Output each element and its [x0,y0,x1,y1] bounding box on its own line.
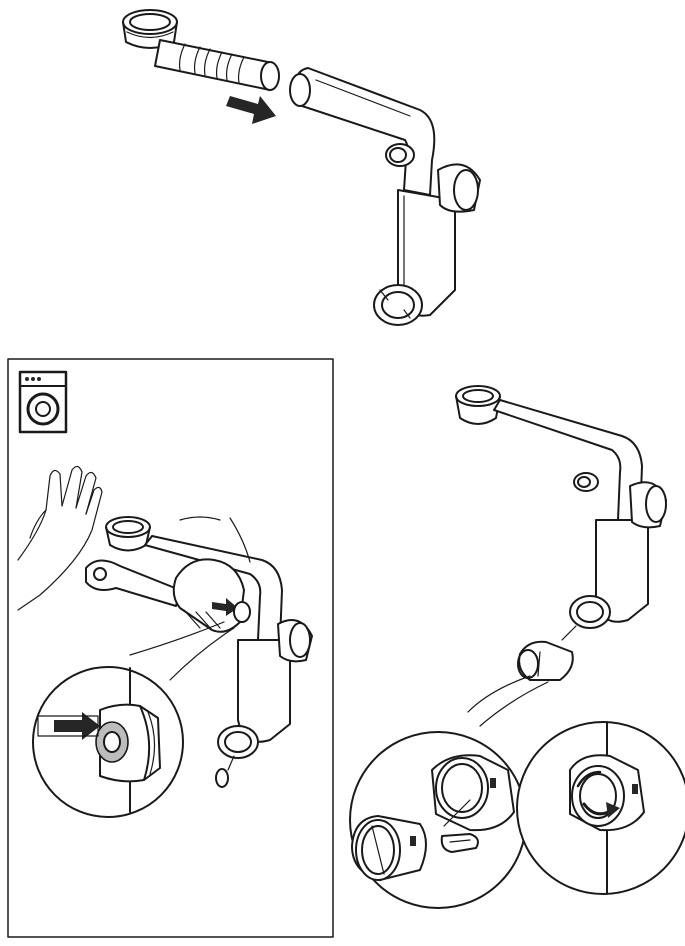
siphon-assembly-right [455,385,667,641]
cleaning-cap [517,640,574,681]
arrow-right-icon [226,96,276,124]
detail-magnifier [32,621,235,818]
rigid-elbow-pipe [289,67,481,326]
finger-pointing-icon [440,833,479,853]
arrow-right-icon [212,598,238,616]
detail-circle-cap [349,731,527,909]
step-insert-pipe-illustration [122,9,481,326]
arrow-right-icon [54,712,100,740]
detail-circle-twist [516,721,685,895]
flexible-pipe [154,39,280,91]
siphon-assembly [105,516,313,788]
washing-machine-icon [18,370,68,434]
step-washing-machine-panel [7,358,334,938]
step-cap-removal-illustration [349,385,685,909]
hand-icon [17,465,103,611]
wrench-icon [85,559,181,607]
